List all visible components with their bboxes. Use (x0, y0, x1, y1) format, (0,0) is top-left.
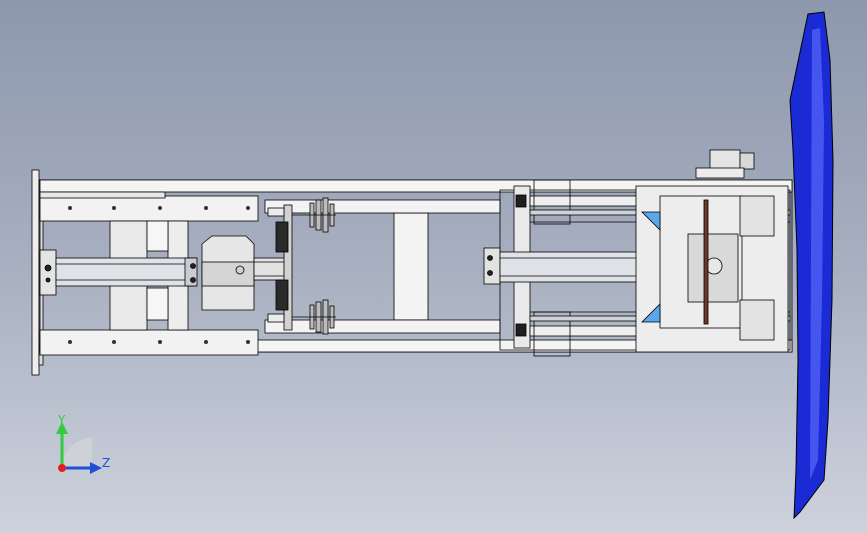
coordinate-triad (56, 422, 102, 474)
head-unit[interactable] (635, 149, 789, 353)
x-axis-origin-dot (58, 464, 66, 472)
z-axis-label: Z (102, 456, 111, 470)
y-axis-arrow (56, 422, 68, 468)
blade[interactable] (789, 11, 834, 520)
left-cylinder[interactable] (39, 249, 198, 296)
main-frame[interactable] (39, 179, 793, 356)
y-axis-label: Y (58, 413, 66, 427)
pulley-assembly[interactable] (267, 197, 336, 335)
z-axis-arrow (62, 462, 102, 474)
gearbox[interactable] (201, 235, 287, 311)
bolt-holes (68, 206, 250, 344)
